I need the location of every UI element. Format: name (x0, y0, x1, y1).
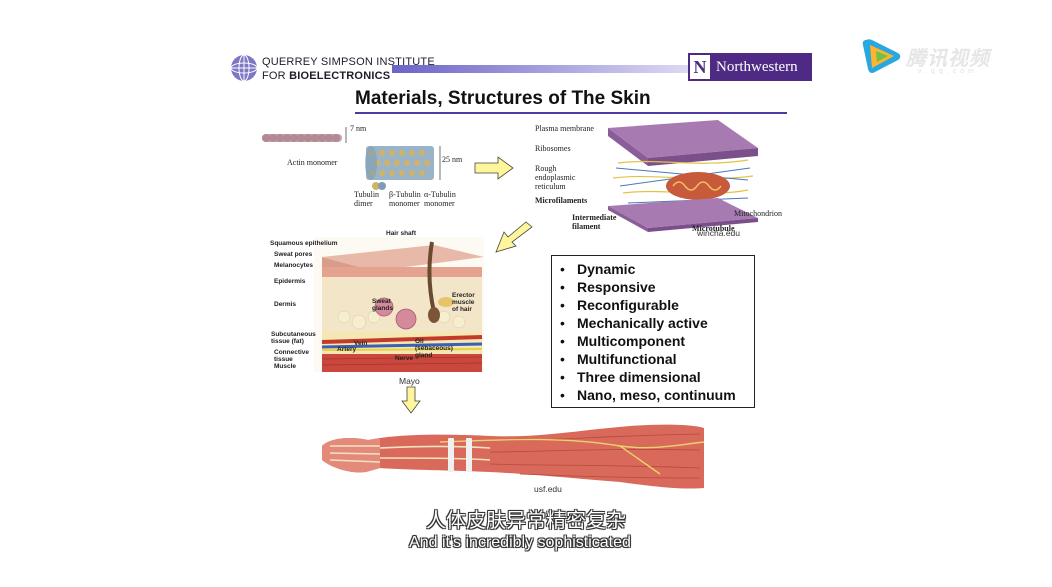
property-label: Nano, meso, continuum (577, 387, 736, 403)
bullet: • (560, 297, 565, 313)
header-gradient-bar (392, 65, 688, 73)
cell-structure-figure (608, 120, 758, 232)
bullet: • (560, 333, 565, 349)
list-item: • Nano, meso, continuum (560, 386, 754, 404)
label-squamous: Squamous epithelium (270, 240, 338, 247)
label-sweat-pores: Sweat pores (274, 251, 313, 258)
bullet: • (560, 387, 565, 403)
institute-name: QUERREY SIMPSON INSTITUTE FOR BIOELECTRO… (262, 55, 435, 83)
list-item: • Responsive (560, 278, 754, 296)
globe-icon (230, 54, 258, 82)
label-hair-shaft: Hair shaft (386, 230, 416, 237)
skin-cross-section-figure (314, 237, 484, 372)
down-left-arrow-icon (495, 221, 533, 253)
list-item: • Three dimensional (560, 368, 754, 386)
list-item: • Mechanically active (560, 314, 754, 332)
label-actin: Actin monomer (287, 158, 338, 167)
slide-title: Materials, Structures of The Skin (355, 88, 651, 109)
label-tubulin-dimer: Tubulin dimer (354, 190, 380, 208)
list-item: • Multicomponent (560, 332, 754, 350)
northwestern-mark: N (690, 55, 710, 79)
label-ribosomes: Ribosomes (535, 144, 571, 153)
label-muscle: Muscle (274, 363, 297, 370)
label-7nm: 7 nm (350, 124, 367, 133)
label-25nm: 25 nm (442, 155, 463, 164)
tencent-video-logo-icon (862, 39, 901, 73)
title-underline (355, 112, 787, 114)
label-sweat-glands: Sweat glands (372, 298, 393, 312)
institute-line2-prefix: FOR (262, 70, 290, 82)
list-item: • Dynamic (560, 260, 754, 278)
cytoskeleton-figure (262, 127, 441, 190)
bullet: • (560, 315, 565, 331)
institute-line2: FOR BIOELECTRONICS (262, 69, 435, 83)
label-rough-er: Rough endoplasmic reticulum (535, 164, 576, 191)
label-intermediate-filament: Intermediate filament (572, 213, 617, 231)
property-label: Dynamic (577, 261, 636, 277)
list-item: • Reconfigurable (560, 296, 754, 314)
label-alpha-tubulin: α-Tubulin monomer (424, 190, 456, 208)
bullet: • (560, 351, 565, 367)
label-beta-tubulin: β-Tubulin monomer (389, 190, 421, 208)
credit-skin: Mayo (399, 376, 420, 386)
property-label: Three dimensional (577, 369, 701, 385)
actin-filament (262, 134, 342, 142)
property-label: Responsive (577, 279, 656, 295)
label-nerve: Nerve (395, 355, 414, 362)
label-melanocytes: Melanocytes (274, 262, 314, 269)
subtitle-english: And it's incredibly sophisticated (409, 534, 631, 551)
arm-muscle-figure (322, 424, 704, 489)
property-label: Multicomponent (577, 333, 686, 349)
bullet: • (560, 279, 565, 295)
properties-box: • Dynamic • Responsive • Reconfigurable • Me… (551, 255, 755, 408)
bullet: • (560, 369, 565, 385)
label-vein: Vein (354, 340, 368, 347)
properties-list: • Dynamic • Responsive • Reconfigurable • Me… (552, 256, 754, 404)
label-erector-muscle: Erector muscle of hair (452, 292, 475, 313)
label-oil-gland: Oil (sebaceous) gland (415, 338, 453, 359)
credit-cell: wincha.edu (697, 228, 741, 238)
watermark-sub: v.qq.com (918, 68, 978, 75)
label-mitochondrion: Mitochondrion (734, 209, 782, 218)
down-arrow-icon (401, 386, 421, 414)
institute-line1: QUERREY SIMPSON INSTITUTE (262, 56, 435, 68)
label-plasma-membrane: Plasma membrane (535, 124, 594, 133)
institute-logo (229, 53, 399, 85)
subtitle-chinese: 人体皮肤异常精密复杂 (426, 508, 626, 532)
label-artery: Artery (337, 346, 357, 353)
microtubule (365, 146, 434, 180)
list-item: • Multifunctional (560, 350, 754, 368)
institute-line2-bold: BIOELECTRONICS (289, 70, 391, 82)
bullet: • (560, 261, 565, 277)
property-label: Reconfigurable (577, 297, 679, 313)
label-epidermis: Epidermis (274, 278, 306, 285)
label-microfilaments: Microfilaments (535, 196, 588, 205)
property-label: Multifunctional (577, 351, 677, 367)
label-dermis: Dermis (274, 301, 297, 308)
property-label: Mechanically active (577, 315, 708, 331)
right-arrow-icon (474, 156, 514, 180)
label-connective: Connective tissue (274, 349, 310, 363)
credit-arm: usf.edu (534, 484, 562, 494)
northwestern-wordmark: Northwestern (716, 59, 798, 75)
label-subcutaneous: Subcutaneous tissue (fat) (271, 331, 316, 345)
label-microtubule: Microtubule (692, 224, 735, 233)
watermark-brand: 腾讯视频 (906, 46, 990, 70)
